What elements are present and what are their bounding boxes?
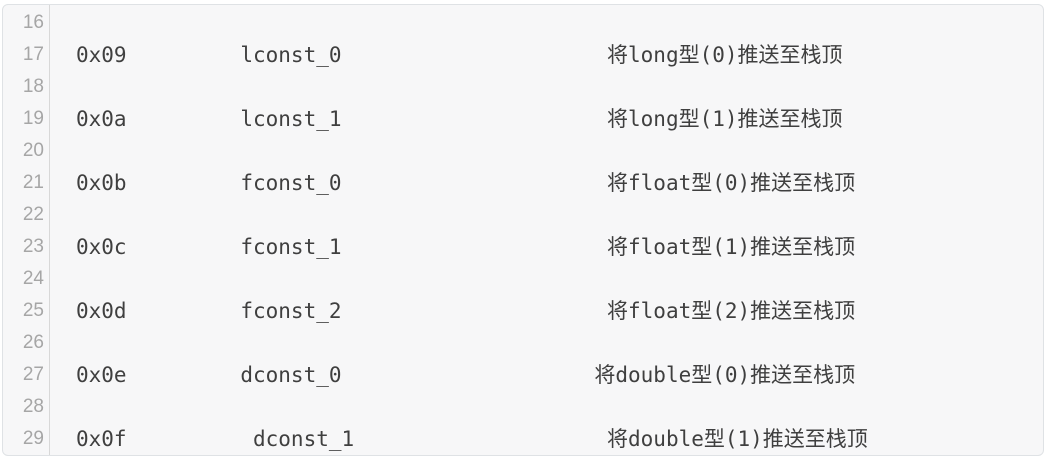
line-number: 18 <box>22 76 44 97</box>
line-number: 26 <box>22 332 44 353</box>
code-line <box>76 263 1043 295</box>
code-line: 0x0c fconst_1 将float型(1)推送至栈顶 <box>76 235 856 259</box>
code-line <box>76 199 1043 231</box>
code-line: 0x0d fconst_2 将float型(2)推送至栈顶 <box>76 299 856 323</box>
line-number: 23 <box>22 236 44 257</box>
line-number: 22 <box>22 204 44 225</box>
line-number: 19 <box>22 108 44 129</box>
code-block: 16 17 18 19 20 21 22 23 24 25 26 27 28 2… <box>2 4 1044 456</box>
code-line: 0x0a lconst_1 将long型(1)推送至栈顶 <box>76 107 843 131</box>
code-line <box>76 135 1043 167</box>
line-number: 16 <box>22 12 44 33</box>
code-line: 0x0f dconst_1 将double型(1)推送至栈顶 <box>76 427 868 451</box>
code-line <box>76 391 1043 423</box>
line-number: 25 <box>22 300 44 321</box>
line-number: 24 <box>22 268 44 289</box>
line-number-gutter: 16 17 18 19 20 21 22 23 24 25 26 27 28 2… <box>3 5 50 455</box>
code-line <box>76 327 1043 359</box>
line-number: 29 <box>22 428 44 449</box>
code-line: 0x09 lconst_0 将long型(0)推送至栈顶 <box>76 43 843 67</box>
code-content: 0x09 lconst_0 将long型(0)推送至栈顶 0x0a lconst… <box>50 5 1043 455</box>
code-line: 0x0b fconst_0 将float型(0)推送至栈顶 <box>76 171 856 195</box>
line-number: 27 <box>22 364 44 385</box>
code-line <box>76 7 1043 39</box>
line-number: 21 <box>22 172 44 193</box>
code-line: 0x0e dconst_0 将double型(0)推送至栈顶 <box>76 363 856 387</box>
line-number: 17 <box>22 44 44 65</box>
line-number: 20 <box>22 140 44 161</box>
code-line <box>76 71 1043 103</box>
line-number: 28 <box>22 396 44 417</box>
